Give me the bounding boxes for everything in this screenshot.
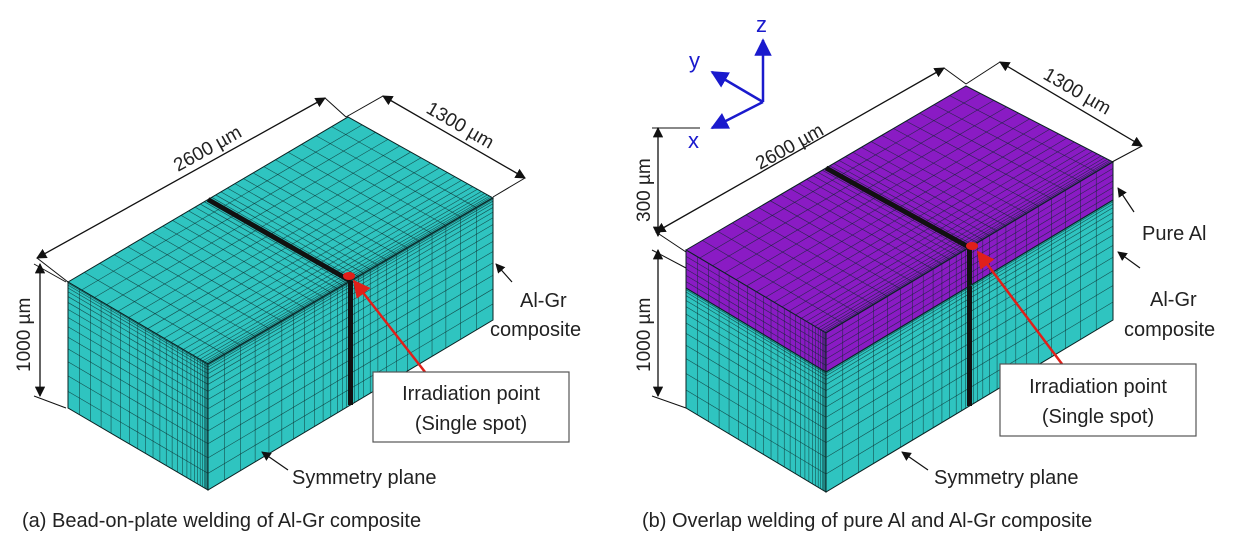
material-note-a: Al-Gr composite <box>490 263 581 341</box>
box-a-mesh <box>67 116 495 491</box>
bottom-material-label-b-line1: Al-Gr <box>1150 289 1197 311</box>
symmetry-note-b: Symmetry plane <box>901 451 1079 489</box>
bottom-material-label-b-line2: composite <box>1124 319 1215 341</box>
caption-a: (a) Bead-on-plate welding of Al-Gr compo… <box>22 510 421 532</box>
irradiation-point-b <box>966 242 978 250</box>
irradiation-a: Irradiation point (Single spot) <box>343 272 570 443</box>
symmetry-label-a: Symmetry plane <box>292 467 437 489</box>
irradiation-label-a-line1: Irradiation point <box>402 383 540 405</box>
y-axis-arrow <box>710 70 764 104</box>
bottom-height-label-b: 1000 µm <box>634 298 655 372</box>
irradiation-label-b-line1: Irradiation point <box>1029 376 1167 398</box>
y-axis-label: y <box>689 48 700 73</box>
coordinate-axes: z y x <box>688 12 772 153</box>
top-material-label-b: Pure Al <box>1142 223 1206 245</box>
caption-b: (b) Overlap welding of pure Al and Al-Gr… <box>642 510 1092 532</box>
material-label-a-line1: Al-Gr <box>520 290 567 312</box>
material-note-b-bottom: Al-Gr composite <box>1117 251 1215 341</box>
material-note-b-top: Pure Al <box>1117 187 1206 245</box>
panel-b: z y x 2600 µm 1300 µm 300 µm <box>634 12 1215 532</box>
irradiation-label-a-line2: (Single spot) <box>415 413 527 435</box>
symmetry-note-a: Symmetry plane <box>261 451 437 489</box>
x-axis-label: x <box>688 128 699 153</box>
dim-height-a: 1000 µm <box>14 262 67 409</box>
irradiation-label-b-line2: (Single spot) <box>1042 406 1154 428</box>
irradiation-b: Irradiation point (Single spot) <box>966 242 1197 437</box>
dim-bottom-height-b: 1000 µm <box>634 248 687 409</box>
dim-top-height-b: 300 µm <box>634 126 700 238</box>
height-label-a: 1000 µm <box>14 298 35 372</box>
irradiation-box-a <box>372 371 570 443</box>
material-label-a-line2: composite <box>490 319 581 341</box>
top-height-label-b: 300 µm <box>634 158 655 222</box>
z-axis-label: z <box>756 12 767 37</box>
length-label-b: 2600 µm <box>752 120 827 174</box>
irradiation-box-b <box>999 363 1197 437</box>
symmetry-label-b: Symmetry plane <box>934 467 1079 489</box>
panel-a: 2600 µm 1300 µm 1000 µm Al-Gr composite <box>14 95 581 532</box>
irradiation-point-a <box>343 272 355 280</box>
x-axis-arrow <box>710 100 764 130</box>
